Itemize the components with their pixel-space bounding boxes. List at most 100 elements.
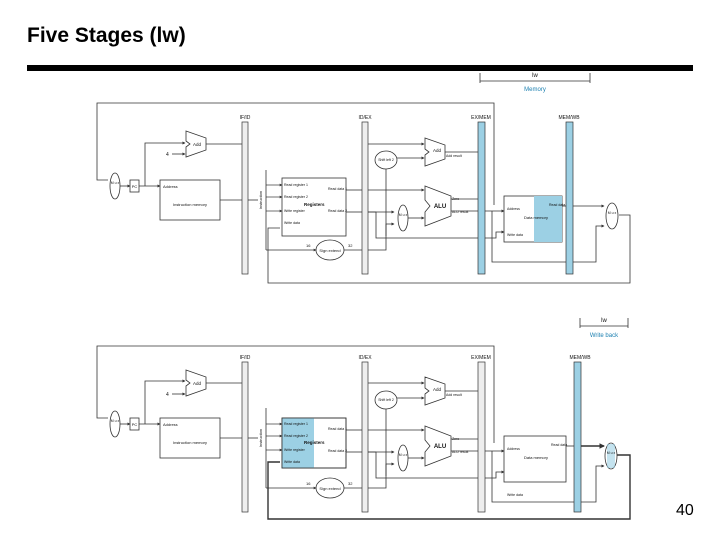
dm-name-label: Data memory <box>524 215 548 220</box>
wb-mux-label: M u x <box>607 451 616 455</box>
dm-address-label: Address <box>507 447 520 451</box>
slide-title: Five Stages (lw) <box>27 24 186 47</box>
id-ex-label: ID/EX <box>358 115 372 121</box>
imem-address-label: Address <box>163 422 178 427</box>
reg-read-register-2: Read register 2 <box>284 434 308 438</box>
shift-label: Shift left 2 <box>378 158 394 162</box>
pc-adder <box>185 130 207 158</box>
branch-adder <box>424 376 446 406</box>
dm-write-data-label: Write data <box>507 233 523 237</box>
constant-four: 4 <box>166 152 169 158</box>
instruction-memory <box>159 179 221 221</box>
stage-indicator: lw Write back <box>579 318 629 339</box>
pc-adder-label: Add <box>193 142 202 147</box>
sign-bits-in: 16 <box>306 243 311 248</box>
id-ex-register <box>361 361 369 513</box>
alu-src-mux <box>397 204 409 232</box>
reg-write-register: Write register <box>284 448 306 452</box>
reg-read-register-2: Read register 2 <box>284 195 308 199</box>
branch-adder-label: Add <box>433 387 442 392</box>
reg-read-data-2: Read data 2 <box>328 449 347 453</box>
dm-write-data-label: Write data <box>507 493 523 497</box>
registers-label: Registers <box>304 440 325 445</box>
reg-read-data-1: Read data 1 <box>328 427 347 431</box>
pc-mux-label: M u x <box>111 181 120 185</box>
alu-label: ALU <box>434 204 446 210</box>
pc-mux-label: M u x <box>111 419 120 423</box>
ex-mem-label: EX/MEM <box>471 115 491 121</box>
instruction-label: Instruction <box>258 429 263 447</box>
dm-name-label: Data memory <box>524 455 548 460</box>
mem-wb-label: MEM/WB <box>558 115 580 121</box>
register-file-write-highlight <box>282 418 314 468</box>
ex-mem-register <box>477 121 486 275</box>
reg-read-data-1: Read data 1 <box>328 187 347 191</box>
dm-read-data-label: Read data <box>551 443 567 447</box>
if-id-register <box>241 361 249 513</box>
shift-left-2-unit <box>374 390 398 410</box>
ex-mem-label: EX/MEM <box>471 355 491 361</box>
pc-label: PC <box>132 422 138 427</box>
if-id-register <box>241 121 249 275</box>
registers-label: Registers <box>304 202 325 207</box>
data-memory-highlight <box>534 196 562 242</box>
sign-bits-out: 32 <box>348 243 353 248</box>
stage-indicator: lw Memory <box>479 73 591 93</box>
constant-four: 4 <box>166 392 169 398</box>
imem-label: Instruction memory <box>173 440 207 445</box>
pc-mux <box>109 172 121 200</box>
data-memory <box>503 435 567 483</box>
pc-adder <box>185 369 207 397</box>
diagram-memory-stage: lw Memory IF/ID ID/EX EX/MEM MEM/WB M u … <box>96 73 631 284</box>
mem-wb-register <box>565 121 574 275</box>
sign-extend-label: Sign extend <box>319 248 340 253</box>
title-rule <box>27 65 693 71</box>
ex-mem-register <box>477 361 486 513</box>
pc-label: PC <box>132 184 138 189</box>
reg-write-register: Write register <box>284 209 306 213</box>
sign-bits-in: 16 <box>306 481 311 486</box>
alu-result-label: ALU result <box>452 210 468 214</box>
add-result-label: Add result <box>446 154 462 158</box>
sign-extend-label: Sign extend <box>319 486 340 491</box>
diagram-write-back-stage: lw Write back IF/ID ID/EX EX/MEM MEM/WB … <box>96 318 631 520</box>
mem-wb-register <box>573 361 582 513</box>
branch-feedback-wire <box>96 345 495 443</box>
branch-feedback-wire <box>96 102 495 205</box>
if-id-label: IF/ID <box>240 115 251 121</box>
stage-instruction-label: lw <box>532 73 538 79</box>
if-id-label: IF/ID <box>240 355 251 361</box>
sign-bits-out: 32 <box>348 481 353 486</box>
instruction-memory <box>159 417 221 459</box>
write-back-wire <box>267 214 631 284</box>
stage-instruction-label: lw <box>601 318 607 324</box>
reg-write-data: Write data <box>284 221 300 225</box>
id-ex-label: ID/EX <box>358 355 372 361</box>
stage-name-label: Write back <box>590 333 619 339</box>
wb-mux-label: M u x <box>608 211 617 215</box>
alu-result-label: ALU result <box>452 450 468 454</box>
reg-read-data-2: Read data 2 <box>328 209 347 213</box>
register-file <box>281 177 347 237</box>
dm-read-data-label: Read data <box>549 203 565 207</box>
branch-adder-label: Add <box>433 148 442 153</box>
shift-left-2-unit <box>374 150 398 170</box>
alu-label: ALU <box>434 444 446 450</box>
stage-name-label: Memory <box>524 87 546 93</box>
instruction-label: Instruction <box>258 191 263 209</box>
write-back-wire <box>267 454 631 520</box>
pc-mux <box>109 410 121 438</box>
alu-mux-label: M u x <box>399 213 408 217</box>
alu-src-mux <box>397 444 409 472</box>
branch-adder <box>424 137 446 167</box>
wb-mux <box>605 202 619 230</box>
add-result-label: Add result <box>446 393 462 397</box>
mem-wb-label: MEM/WB <box>569 355 591 361</box>
reg-read-register-1: Read register 1 <box>284 422 308 426</box>
alu-mux-label: M u x <box>399 453 408 457</box>
reg-write-data: Write data <box>284 460 300 464</box>
page-number: 40 <box>676 502 694 519</box>
reg-read-register-1: Read register 1 <box>284 183 308 187</box>
dm-address-label: Address <box>507 207 520 211</box>
